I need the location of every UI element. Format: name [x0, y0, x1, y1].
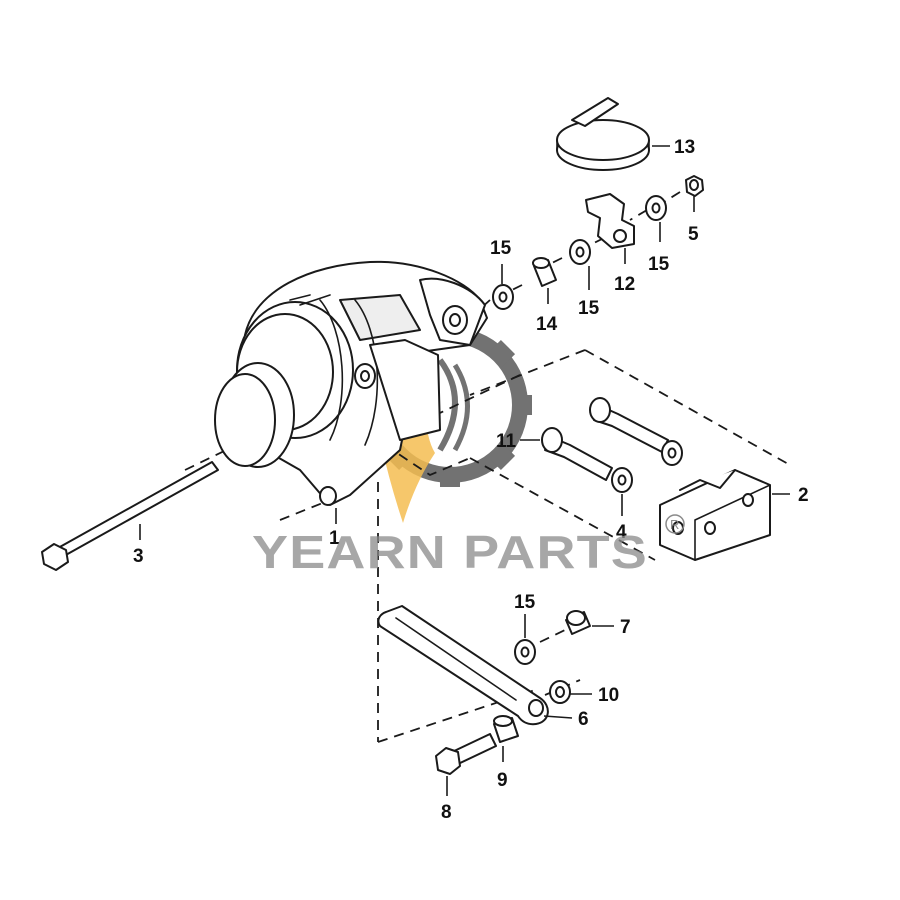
callout-labels: 13 5 15 12 15 14 15 3 1 11 4 2 15 7 10 6… — [133, 137, 809, 823]
washer — [661, 440, 683, 466]
callout-2: 2 — [798, 485, 809, 506]
bolt — [589, 397, 669, 453]
callout-13: 13 — [674, 137, 695, 158]
callout-8: 8 — [441, 802, 452, 823]
long-through-bolt — [41, 461, 219, 571]
callout-15-lower: 15 — [514, 592, 536, 613]
callout-4: 4 — [616, 522, 627, 543]
adjusting-link — [377, 605, 549, 726]
small-bolt — [565, 610, 591, 635]
callout-7: 7 — [620, 617, 631, 638]
bolt — [541, 427, 613, 481]
mounting-bracket-block — [659, 469, 771, 561]
callout-6: 6 — [578, 709, 589, 730]
washer — [645, 195, 667, 221]
watermark-brand: YEARN PARTS R — [252, 514, 685, 578]
nut — [685, 175, 704, 197]
callout-15-mid: 15 — [578, 298, 600, 319]
callout-11: 11 — [496, 431, 517, 452]
callout-5: 5 — [688, 224, 699, 245]
nut — [549, 680, 571, 704]
registered-mark: R — [670, 517, 679, 532]
washer — [514, 639, 536, 665]
callout-12: 12 — [614, 274, 635, 295]
callout-15-left: 15 — [490, 238, 512, 259]
callout-14: 14 — [536, 314, 558, 335]
callout-10: 10 — [598, 685, 619, 706]
registered-mark-icon — [665, 514, 685, 534]
bracket-clip — [585, 193, 635, 249]
callout-15-top: 15 — [648, 254, 670, 275]
washer — [611, 467, 633, 493]
callout-9: 9 — [497, 770, 508, 791]
washer — [492, 284, 514, 310]
hex-bolt — [435, 733, 497, 775]
alternator — [214, 260, 488, 506]
leader-lines — [139, 145, 790, 796]
washer — [569, 239, 591, 265]
callout-1: 1 — [329, 528, 340, 549]
watermark-text: YEARN PARTS — [252, 526, 648, 578]
callout-3: 3 — [133, 546, 144, 567]
spacer-sleeve — [532, 257, 557, 287]
hose-clamp — [556, 97, 650, 171]
spacer — [493, 715, 519, 743]
